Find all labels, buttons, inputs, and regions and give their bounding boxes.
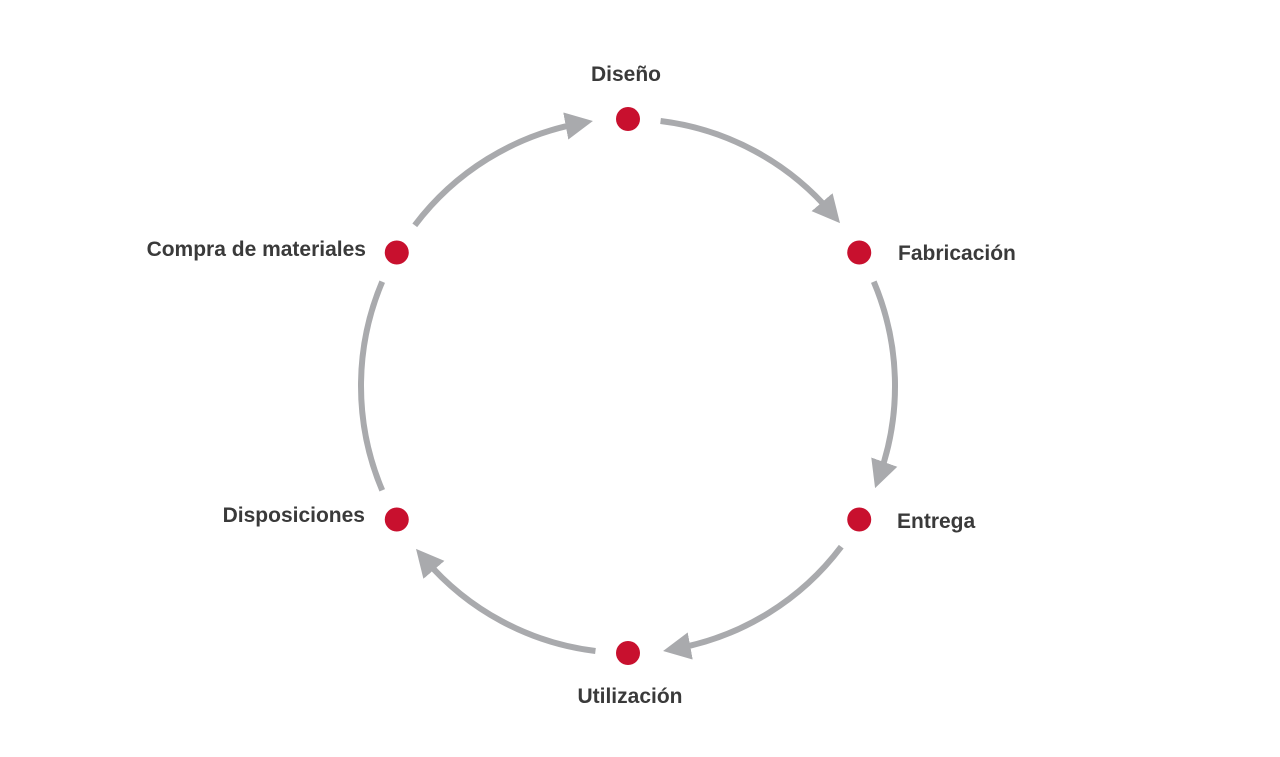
stage-label-utilizacion: Utilización — [577, 685, 682, 708]
stage-node-entrega — [847, 507, 872, 532]
stage-label-entrega: Entrega — [897, 510, 976, 533]
arrow-utilizacion-to-disposiciones — [416, 548, 596, 654]
arrow-fabricacion-to-entrega — [871, 280, 898, 489]
stage-label-fabricacion: Fabricación — [898, 242, 1016, 265]
arrow-diseno-to-fabricacion — [660, 118, 840, 224]
stage-label-disposiciones: Disposiciones — [223, 504, 365, 527]
stage-node-fabricacion — [847, 240, 872, 265]
arrow-entrega-to-utilizacion — [663, 544, 844, 660]
stage-label-compra-de-materiales: Compra de materiales — [147, 238, 366, 261]
stage-label-diseno: Diseño — [591, 63, 661, 86]
cycle-nodes — [384, 107, 872, 665]
arrow-disposiciones-to-compra-de-materiales — [358, 280, 385, 492]
arrow-compra-de-materiales-to-diseno — [412, 112, 593, 228]
stage-node-compra-de-materiales — [384, 240, 409, 265]
stage-node-disposiciones — [384, 507, 409, 532]
cycle-arrows — [358, 112, 898, 660]
stage-node-diseno — [616, 107, 640, 131]
stage-node-utilizacion — [616, 641, 640, 665]
stage-labels: Diseño Fabricación Entrega Utilización D… — [147, 63, 1016, 708]
